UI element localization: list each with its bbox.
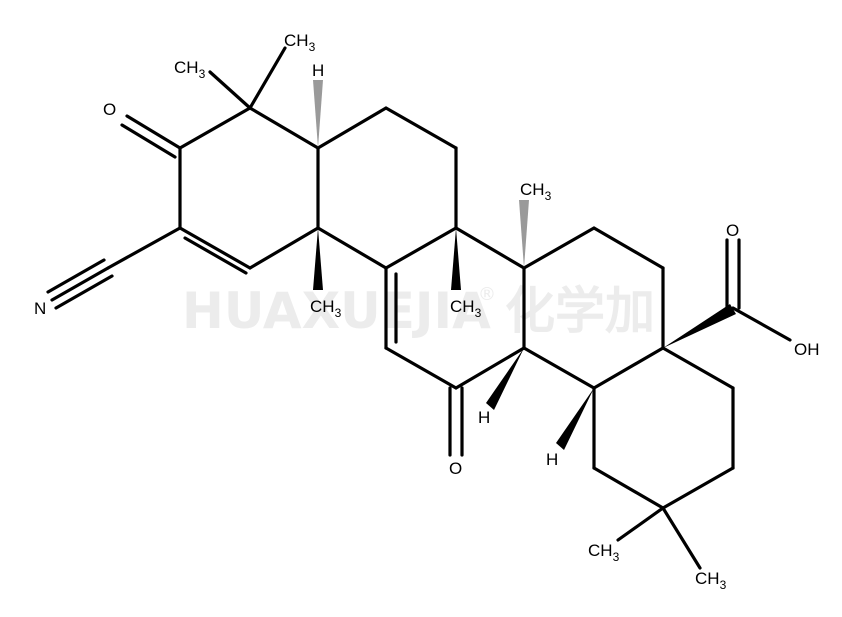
bond [106,226,182,270]
wedge-bond [663,304,736,348]
methyl-label: CH3 [284,31,316,54]
bond [616,506,665,542]
wedge-bond [451,228,461,290]
bond [248,106,320,150]
wedge-bond [313,228,323,290]
methyl-label: CH3 [588,541,620,564]
watermark-chinese: 化学加 [505,282,655,340]
watermark-registered: ® [478,284,496,305]
methyl-label: CH3 [174,58,206,81]
bond [384,226,458,270]
bond [120,123,177,159]
methyl-label: CH3 [310,297,342,320]
bond [316,106,388,150]
bond [454,346,526,390]
methyl-labels: CH3 CH3 CH3 CH3 CH3 CH3 CH3 [174,31,727,592]
bond-set [46,46,792,570]
oxygen-acid-label: O [726,221,739,240]
hydrogen-low-label: H [546,450,558,469]
bond [178,106,252,150]
bond [522,226,596,270]
watermark-brand: HUAXUEJIA [182,282,491,340]
wedge-bond [556,388,594,450]
bond [125,114,182,150]
bond [54,274,114,310]
hashed-wedge-bond [313,80,323,148]
bond [316,226,388,270]
watermark: HUAXUEJIA ® 化学加 [182,282,655,340]
bond [183,236,248,275]
bond [248,46,287,110]
bond [592,466,665,510]
atom-labels: O N O O OH H H H [34,61,820,478]
bond [454,226,526,270]
methyl-label: CH3 [450,297,482,320]
methyl-label: CH3 [695,569,727,592]
bond [50,266,110,302]
oxygen-lower-ketone-label: O [449,459,462,478]
bond [248,226,320,270]
wedge-bond [486,348,524,410]
stereo-bonds [313,80,736,450]
bond [661,466,735,510]
oxygen-ketone-label: O [103,100,116,119]
bond [592,226,665,270]
methyl-label: CH3 [520,180,552,203]
hydroxyl-label: OH [794,340,820,359]
nitrogen-label: N [34,299,46,318]
hydrogen-mid-label: H [478,408,490,427]
bond [522,346,596,390]
bond [661,506,702,570]
hashed-wedge-bond [519,200,529,268]
bond [731,306,792,342]
hydrogen-top-label: H [312,61,324,80]
bond [384,106,458,150]
bond [46,258,106,294]
bond [384,346,458,390]
bond [178,226,252,270]
bond [208,70,252,110]
bond [592,346,665,390]
bond [661,346,735,390]
